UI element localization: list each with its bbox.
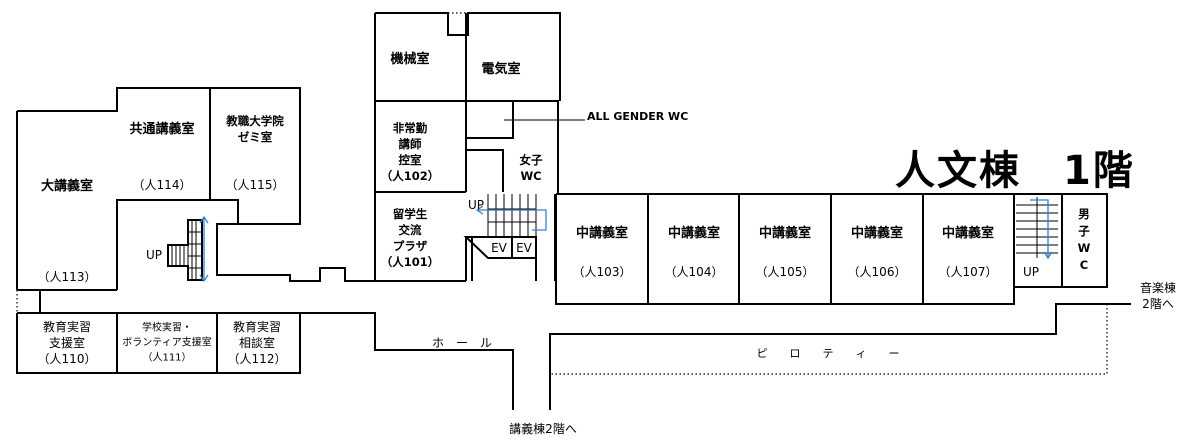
classroom-number: （人104） [664,265,724,279]
ev-right: EV [516,241,532,255]
up-label-east: UP [1022,265,1040,279]
classroom-name: 中講義室 [850,226,904,241]
room-hijokin: 非常勤 講師 控室 （人102） [380,121,440,183]
central-tower-walls [374,12,561,282]
room-kikai: 機械室 [390,52,430,67]
room-kyoshoku-name: 教職大学院 ゼミ室 [226,114,284,144]
west-block-walls [16,87,375,313]
central-stairs [463,194,556,281]
classroom-number: （人105） [755,265,815,279]
room-denki: 電気室 [481,62,521,77]
room-dai-number: （人113） [37,270,97,284]
classroom-number: （人107） [938,265,998,279]
room-dai-name: 大講義室 [40,179,94,194]
west-stairs [167,215,209,283]
ev-left: EV [491,241,507,255]
room-joshi-wc: 女子 WC [519,153,543,183]
up-label-center: UP [467,198,485,212]
page-title: 人文棟 1階 [895,148,1135,194]
to-lecture-building: 講義棟2階へ [509,422,577,436]
up-label-west: UP [145,248,163,262]
room-ryugaku: 留学生 交流 プラザ （人101） [380,207,440,269]
classroom-name: 中講義室 [758,226,812,241]
room-ed2: 学校実習・ ボランティア支援室 （人111） [122,322,212,364]
callout-all-gender-wc: ALL GENDER WC [587,110,689,123]
room-kyotsu-number: （人114） [132,178,192,192]
hall-label: ホ ー ル [431,336,493,350]
room-ed3: 教育実習 相談室 （人112） [227,320,287,366]
room-kyoshoku-number: （人115） [225,178,285,192]
classroom-number: （人106） [847,265,907,279]
east-stairs [1016,197,1058,260]
east-wing-walls [555,193,1108,305]
classroom-name: 中講義室 [941,226,995,241]
lower-offices-walls [16,312,514,410]
room-danshi-wc: 男 子 W C [1077,207,1091,272]
passage-walls [549,303,1131,410]
room-ed1: 教育実習 支援室 （人110） [37,320,97,366]
room-kyotsu-name: 共通講義室 [129,122,195,137]
piloti-label: ピ ロ テ ィ ー [756,347,900,360]
classroom-name: 中講義室 [575,226,629,241]
classroom-number: （人103） [572,265,632,279]
to-music-building: 音楽棟 2階へ [1139,281,1177,311]
classroom-name: 中講義室 [667,226,721,241]
